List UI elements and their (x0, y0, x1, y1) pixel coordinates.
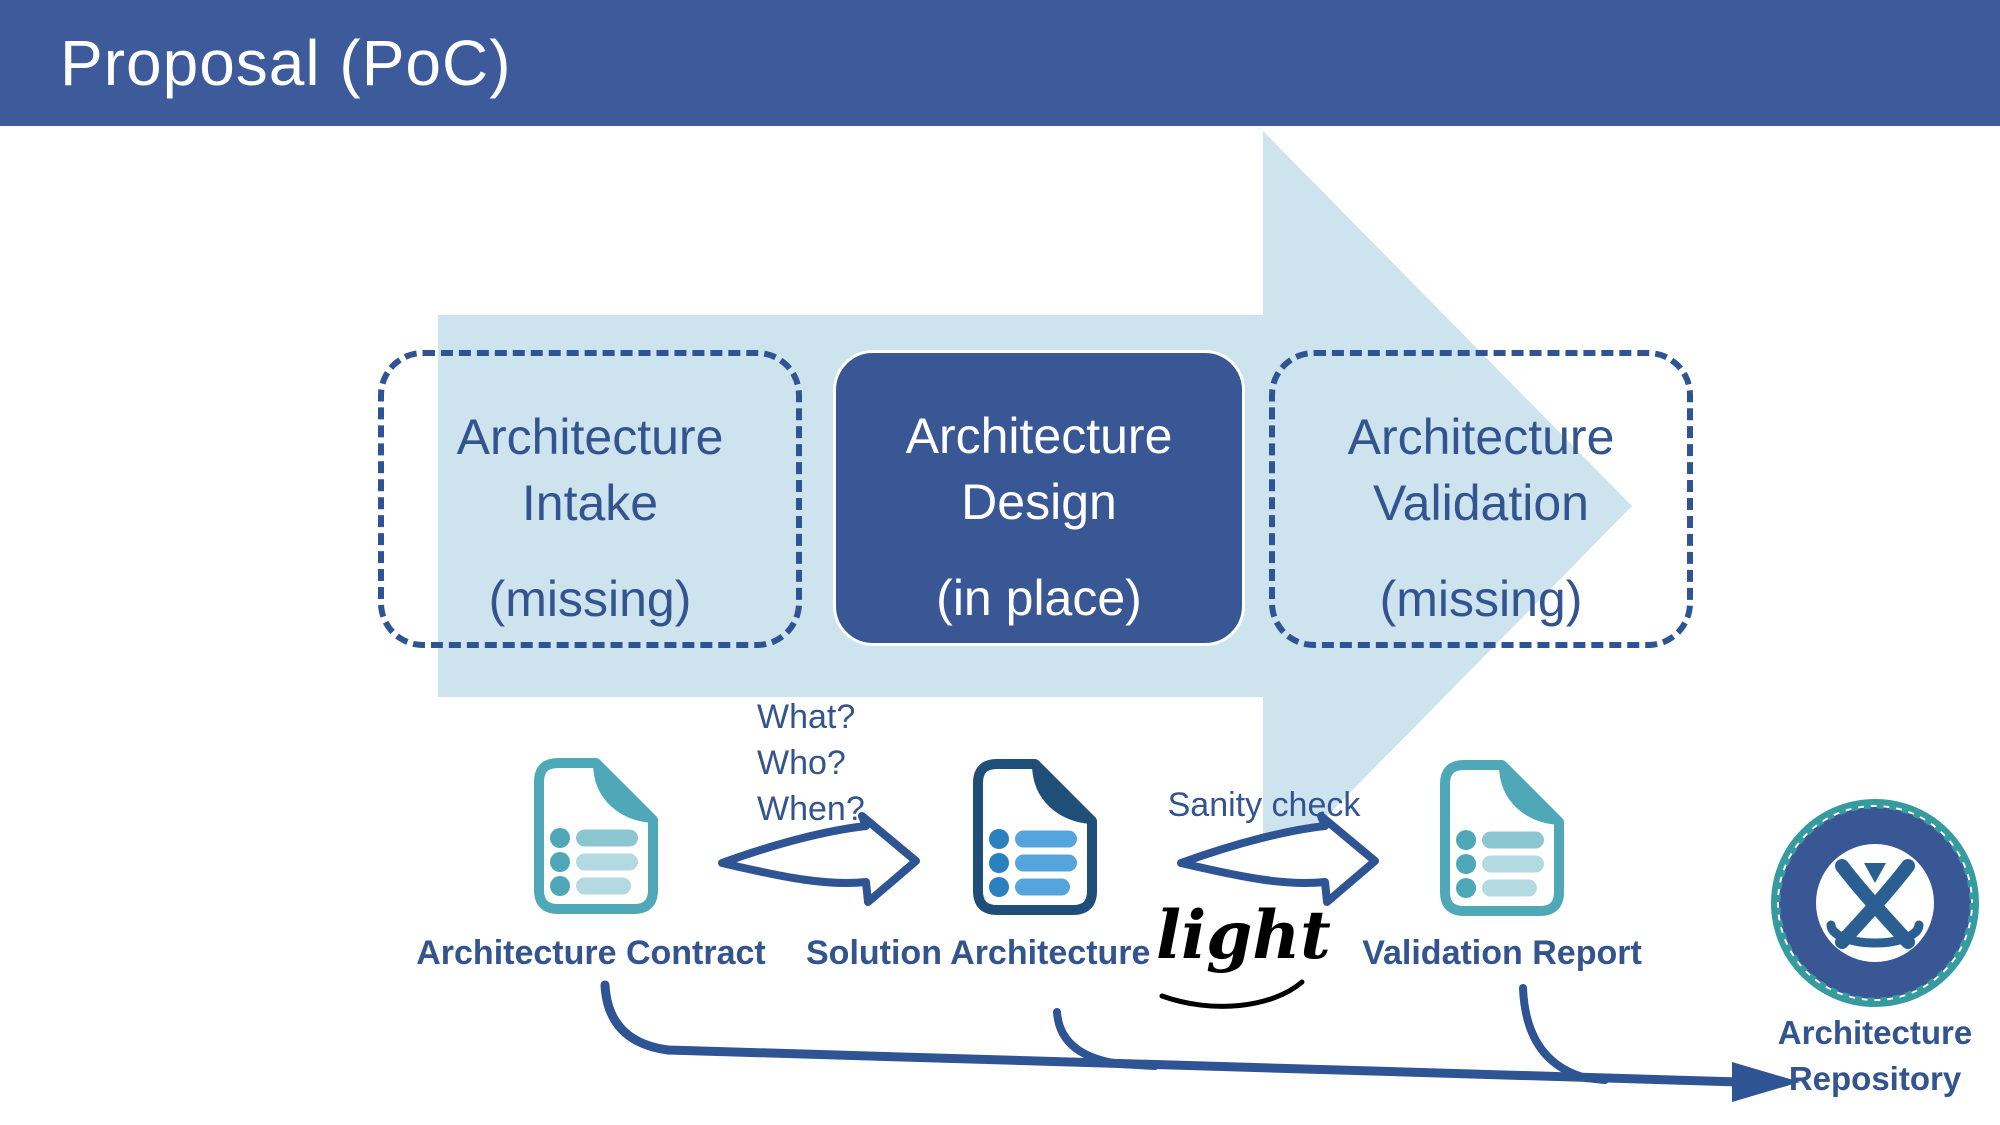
repository-flow-branch-validation (1519, 984, 1609, 1084)
light-script-swash (1159, 979, 1305, 1009)
page-title: Proposal (PoC) (60, 27, 512, 99)
question-when: When? (757, 790, 865, 828)
light-script-label: light (1156, 896, 1331, 974)
document-label-solution-architecture: Solution Architecture (806, 934, 1151, 972)
stage-line2: Intake (521, 475, 659, 531)
stage-status: (missing) (488, 571, 692, 627)
question-what: What? (757, 698, 856, 736)
stage-box-architecture-intake: Architecture Intake (missing) (378, 350, 802, 648)
stage-line2: Design (961, 474, 1117, 530)
document-icon (534, 758, 658, 914)
document-icon (973, 759, 1097, 915)
stage-box-architecture-design: Architecture Design (in place) (833, 350, 1245, 646)
repository-flow-branch-solution (1053, 1008, 1159, 1070)
stage-line1: Architecture (905, 408, 1173, 464)
stage-status: (in place) (936, 570, 1142, 626)
repository-badge-icon (1771, 799, 1979, 1007)
document-label-architecture-contract: Architecture Contract (416, 934, 766, 972)
document-icon (1440, 760, 1564, 916)
stage-line2: Validation (1373, 475, 1589, 531)
repository-label-line2: Repository (1788, 1060, 1962, 1097)
header-bar: Proposal (PoC) (0, 0, 2000, 126)
stage-status: (missing) (1379, 571, 1583, 627)
stage-line1: Architecture (1347, 409, 1615, 465)
stage-box-architecture-validation: Architecture Validation (missing) (1269, 350, 1693, 648)
stage-line1: Architecture (456, 409, 724, 465)
document-label-validation-report: Validation Report (1362, 934, 1642, 972)
question-who: Who? (757, 744, 846, 782)
repository-label-line1: Architecture (1777, 1014, 1973, 1051)
sanity-check-annotation: Sanity check (1167, 786, 1361, 824)
questions-annotation: What? Who? When? (757, 694, 865, 832)
swoosh-arrow-icon (1177, 812, 1379, 906)
repository-flow-main-line (600, 980, 1745, 1087)
